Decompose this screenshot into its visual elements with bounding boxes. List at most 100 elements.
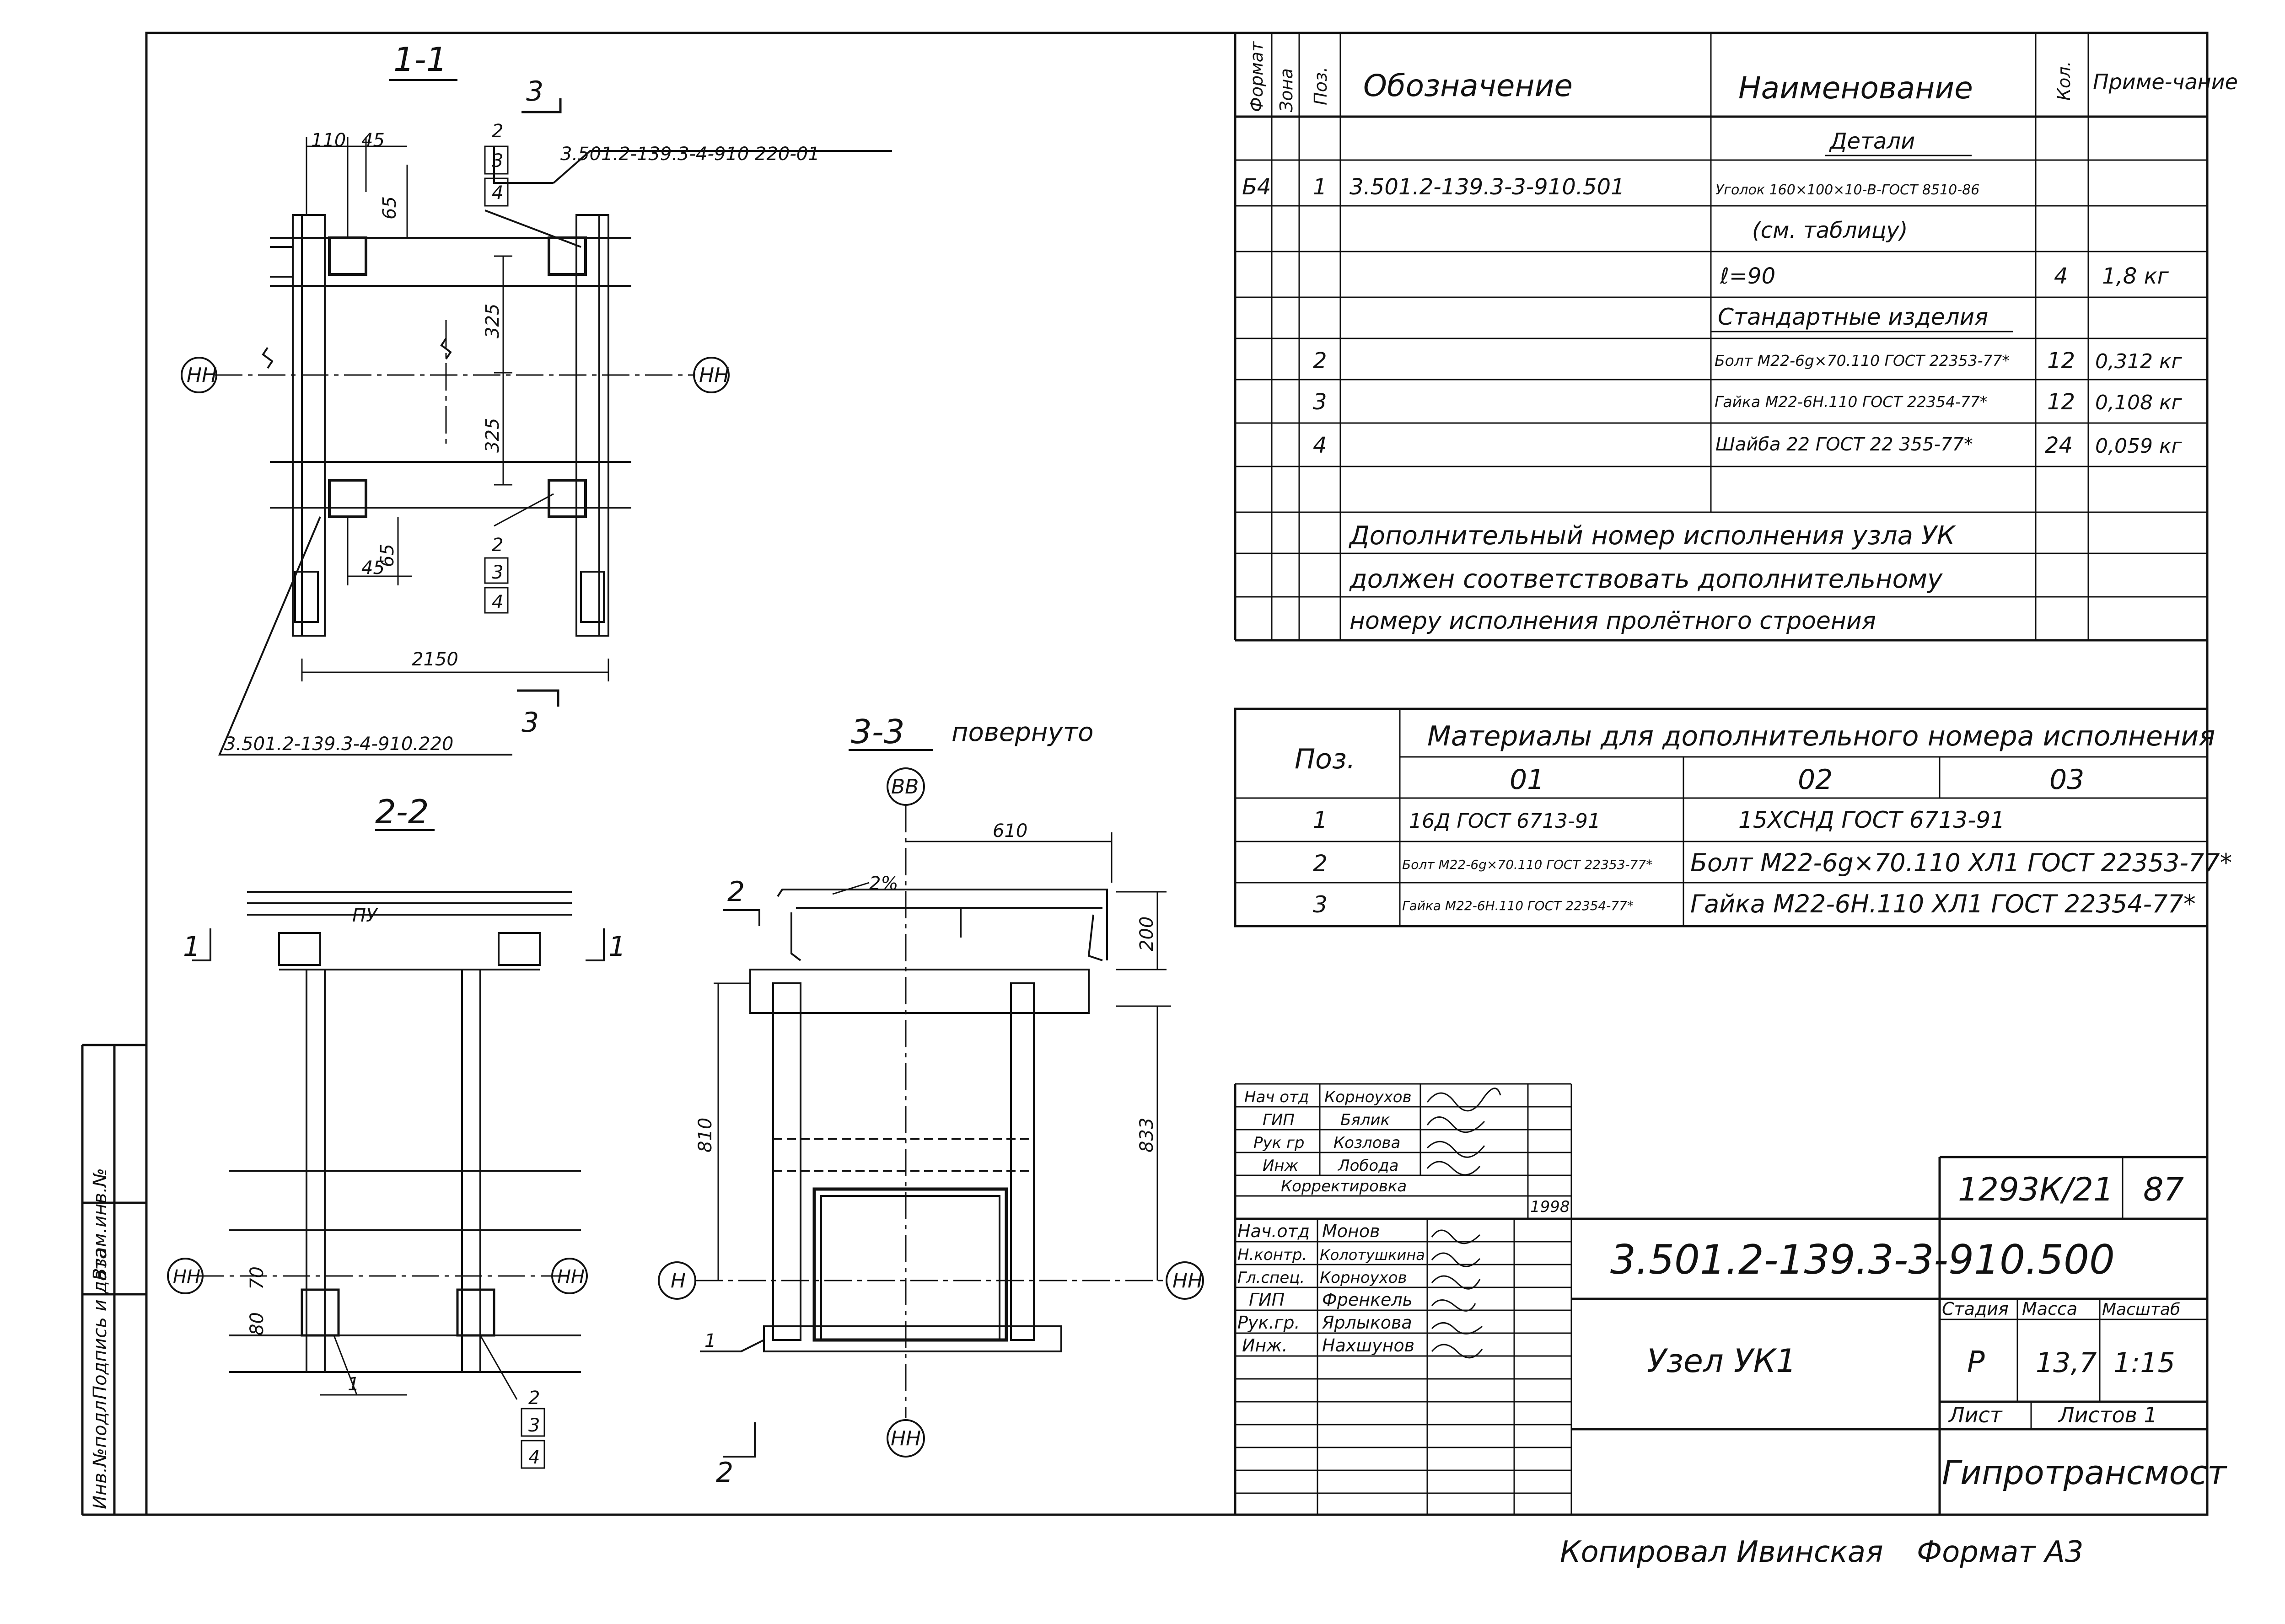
materials-row-1-c01: Болт М22-6g×70.110 ГОСТ 22353-77* — [1402, 857, 1652, 872]
spec-row-7-name: Шайба 22 ГОСТ 22 355-77* — [1715, 434, 1973, 455]
v22-pos3: 3 — [528, 1415, 540, 1436]
stage-header: Стадия — [1942, 1299, 2009, 1319]
v22-dim-80: 80 — [247, 1312, 268, 1335]
spec-row-3-note: 1,8 кг — [2102, 263, 2169, 289]
spec-rows: Детали Б4 1 3.501.2-139.3-3-910.501 Угол… — [1242, 129, 2183, 635]
side-podpis: Подпись и дата — [90, 1248, 111, 1399]
v22-nn-left: НН — [173, 1266, 200, 1287]
v11-cut3-bot: 3 — [522, 707, 539, 739]
v11-dim-65-bot: 65 — [377, 544, 398, 567]
v33-pos1: 1 — [704, 1330, 716, 1351]
section-title-1-1: 1-1 — [393, 40, 447, 79]
materials-col-03: 03 — [2049, 764, 2084, 796]
v11-nn-left: НН — [187, 364, 217, 387]
v22-dim-70: 70 — [247, 1266, 268, 1290]
spec-row-1-pos: 1 — [1313, 174, 1327, 200]
v22-pos4: 4 — [528, 1447, 540, 1468]
approval-bottom-5-role: Инж. — [1242, 1335, 1288, 1356]
spec-row-5-name: Болт М22-6g×70.110 ГОСТ 22353-77* — [1715, 352, 2010, 370]
spec-row-3-qty: 4 — [2054, 263, 2068, 289]
spec-row-1-designation: 3.501.2-139.3-3-910.501 — [1349, 174, 1625, 200]
approval-bottom-4-role: Рук.гр. — [1237, 1313, 1300, 1333]
v22-cut1-left: 1 — [183, 931, 200, 963]
sheet-num: 87 — [2143, 1171, 2184, 1208]
spec-h-note: Приме-чание — [2093, 70, 2238, 94]
korrektirovka: Корректировка — [1281, 1177, 1407, 1195]
v22-nn-right: НН — [557, 1266, 585, 1287]
v33-slope: 2% — [869, 873, 898, 894]
approval-top-2-role: Рук гр — [1253, 1134, 1304, 1152]
approval-top-1-role: ГИП — [1263, 1111, 1295, 1129]
v11-dim-110: 110 — [311, 130, 346, 151]
approval-bottom-2-role: Гл.спец. — [1237, 1269, 1305, 1287]
v33-dim-810: 810 — [695, 1118, 716, 1152]
v11-pos4-bot: 4 — [492, 592, 503, 613]
stage-value: Р — [1967, 1345, 1985, 1379]
approval-top-1-name: Бялик — [1340, 1111, 1390, 1129]
view-2-2 — [167, 829, 605, 1469]
spec-row-7-qty: 24 — [2045, 433, 2073, 458]
spec-row-6-pos: 3 — [1313, 389, 1327, 415]
organization: Гипротрансмост — [1942, 1453, 2227, 1492]
materials-row-1-c0203: Болт М22-6g×70.110 ХЛ1 ГОСТ 22353-77* — [1690, 848, 2232, 877]
scale-value: 1:15 — [2113, 1347, 2175, 1379]
materials-row-0-c01: 16Д ГОСТ 6713-91 — [1409, 809, 1601, 833]
scale-header: Масштаб — [2102, 1300, 2180, 1319]
v11-dim-45-bot: 45 — [361, 557, 385, 579]
view-1-1: 1-1 — [181, 40, 892, 756]
mass-value: 13,7 — [2036, 1347, 2097, 1379]
v11-dim-65-top: 65 — [379, 196, 400, 220]
approval-bottom-4-name: Ярлыкова — [1322, 1313, 1412, 1333]
approval-top-0-name: Корноухов — [1324, 1088, 1412, 1106]
materials-row-1-pos: 2 — [1313, 850, 1328, 877]
v33-dim-610: 610 — [993, 820, 1027, 841]
list-label: Лист — [1948, 1403, 2003, 1427]
approval-bottom: Нач.отд Монов Н.контр. Колотушкина Гл.сп… — [1237, 1221, 1425, 1356]
v11-pos4-top: 4 — [492, 182, 503, 204]
v33-dim-833: 833 — [1136, 1118, 1157, 1152]
section-3-3-note: повернуто — [952, 718, 1094, 747]
spec-row-7-pos: 4 — [1313, 433, 1327, 458]
spec-row-7-note: 0,059 кг — [2095, 434, 2183, 458]
v11-pos3-top: 3 — [492, 150, 503, 172]
v11-pos2-top: 2 — [492, 121, 503, 142]
lists-label: Листов 1 — [2058, 1403, 2157, 1427]
spec-note-line-2: номеру исполнения пролётного строения — [1349, 607, 1876, 635]
spec-row-3-name: ℓ=90 — [1720, 263, 1775, 289]
v11-ref-top: 3.501.2-139.3-4-910 220-01 — [560, 144, 820, 165]
drawing-title: Узел УК1 — [1647, 1342, 1796, 1380]
spec-note-line-1: должен соответствовать дополнительному — [1349, 564, 1943, 594]
approval-bottom-1-role: Н.контр. — [1237, 1246, 1307, 1264]
materials-row-2-c0203: Гайка М22-6Н.110 ХЛ1 ГОСТ 22354-77* — [1690, 890, 2196, 918]
v11-cut3-top: 3 — [526, 75, 543, 107]
approval-top-2-name: Козлова — [1333, 1134, 1400, 1152]
materials-row-0-c0203: 15ХСНД ГОСТ 6713-91 — [1738, 807, 2005, 833]
materials-title: Материалы для дополнительного номера исп… — [1427, 720, 2215, 752]
v11-dim-45-top: 45 — [361, 130, 385, 151]
spec-h-name: Наименование — [1738, 70, 1973, 106]
v33-h: Н — [671, 1269, 686, 1292]
materials-row-0-pos: 1 — [1313, 807, 1328, 833]
sheet-code: 1293К/21 — [1958, 1171, 2114, 1208]
spec-row-5-pos: 2 — [1313, 348, 1327, 374]
footer-format: Формат А3 — [1917, 1535, 2084, 1569]
approval-bottom-0-role: Нач.отд — [1237, 1221, 1310, 1241]
spec-row-5-note: 0,312 кг — [2095, 350, 2183, 373]
section-title-2-2: 2-2 — [375, 793, 429, 831]
spec-row-1-name: Уголок 160×100×10-В-ГОСТ 8510-86 — [1715, 182, 1979, 198]
v33-bb: ВВ — [891, 775, 919, 799]
approval-bottom-1-name: Колотушкина — [1320, 1246, 1425, 1264]
v22-pos2: 2 — [528, 1388, 540, 1409]
approval-top-3-name: Лобода — [1337, 1157, 1398, 1175]
approval-top: Нач отд Корноухов ГИП Бялик Рук гр Козло… — [1244, 1088, 1570, 1216]
spec-row-2-name: (см. таблицу) — [1752, 218, 1908, 243]
materials-row-2-pos: 3 — [1313, 891, 1328, 918]
spec-row-5-qty: 12 — [2047, 348, 2075, 374]
v22-pos1: 1 — [348, 1374, 359, 1395]
doc-number: 3.501.2-139.3-3-910.500 — [1610, 1236, 2115, 1283]
spec-row-6-note: 0,108 кг — [2095, 391, 2183, 414]
v33-cut2-bottom: 2 — [716, 1457, 733, 1489]
approval-bottom-0-name: Монов — [1322, 1221, 1380, 1241]
v33-cut2-top: 2 — [727, 876, 745, 908]
